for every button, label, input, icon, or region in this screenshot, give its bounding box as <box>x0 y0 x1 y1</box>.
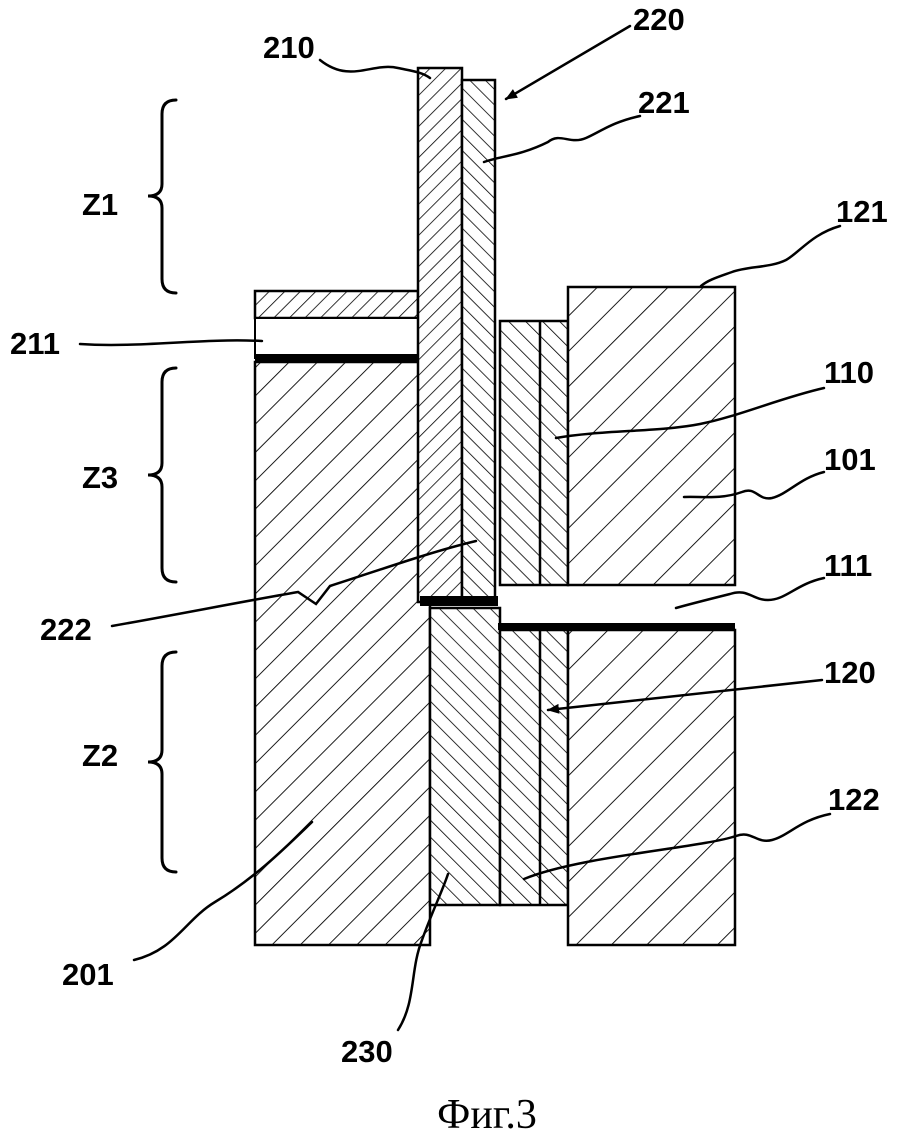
leader-101 <box>682 470 826 500</box>
leader-121 <box>699 224 842 288</box>
label-110: 110 <box>824 355 874 390</box>
rod-tip-thick-bar <box>420 596 498 606</box>
zone-brace-z1 <box>147 98 178 295</box>
leader-110 <box>554 386 826 440</box>
label-210: 210 <box>263 30 315 65</box>
leader-221 <box>482 114 642 164</box>
leader-230 <box>396 872 450 1032</box>
sleeve-column-upper-110 <box>498 319 570 587</box>
label-201: 201 <box>62 957 114 992</box>
label-zone-z3: Z3 <box>82 460 118 495</box>
right-block-lower <box>566 628 737 947</box>
label-120: 120 <box>824 655 876 690</box>
gap-111-thick-edge <box>498 623 735 630</box>
label-230: 230 <box>341 1034 393 1069</box>
right-block-upper-101 <box>566 285 737 587</box>
label-220: 220 <box>633 2 685 37</box>
label-122: 122 <box>828 782 880 817</box>
label-221: 221 <box>638 85 690 120</box>
label-zone-z2: Z2 <box>82 738 118 773</box>
gap-211-thick-edge <box>255 354 418 362</box>
label-222: 222 <box>40 612 92 647</box>
rod-right-strip-221 <box>460 78 497 604</box>
label-121: 121 <box>836 194 888 229</box>
label-zone-z1: Z1 <box>82 187 118 222</box>
leader-120-arrow <box>546 678 824 714</box>
leader-210 <box>318 58 432 80</box>
label-101: 101 <box>824 442 876 477</box>
leader-111 <box>674 576 826 610</box>
zone-brace-z2 <box>147 650 178 874</box>
left-block-top-strip <box>253 289 420 320</box>
rod-left-strip-210 <box>416 66 464 604</box>
center-column-230 <box>428 606 502 907</box>
leader-220-arrow <box>504 24 632 101</box>
sleeve-column-lower-120 <box>498 628 570 907</box>
zone-brace-z3 <box>147 366 178 584</box>
leader-201 <box>132 820 314 962</box>
left-main-block-201 <box>253 360 432 947</box>
leader-211 <box>78 339 264 347</box>
label-111: 111 <box>824 548 872 583</box>
leader-222 <box>110 539 478 628</box>
leader-122 <box>522 812 832 881</box>
figure-caption: Фиг.3 <box>437 1092 537 1138</box>
label-211: 211 <box>10 326 60 361</box>
left-block-gap-211 <box>254 317 419 362</box>
